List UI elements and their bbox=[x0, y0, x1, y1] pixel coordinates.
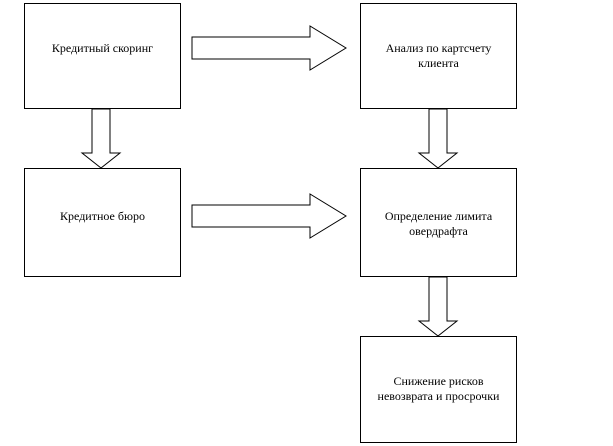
arrow-scoring-to-card-analysis bbox=[191, 25, 347, 71]
box-credit-scoring: Кредитный скоринг bbox=[24, 3, 181, 109]
box-credit-bureau: Кредитное бюро bbox=[24, 168, 181, 277]
arrow-limit-to-risk bbox=[417, 276, 459, 337]
box-overdraft-limit: Определение лимита овердрафта bbox=[360, 168, 517, 277]
box-card-account-analysis: Анализ по картсчету клиента bbox=[360, 3, 517, 109]
arrow-card-analysis-to-limit bbox=[417, 108, 459, 169]
arrow-bureau-to-limit bbox=[191, 193, 347, 239]
box-risk-reduction: Снижение рисков невозврата и просрочки bbox=[360, 336, 517, 443]
arrow-scoring-to-bureau bbox=[80, 108, 122, 169]
